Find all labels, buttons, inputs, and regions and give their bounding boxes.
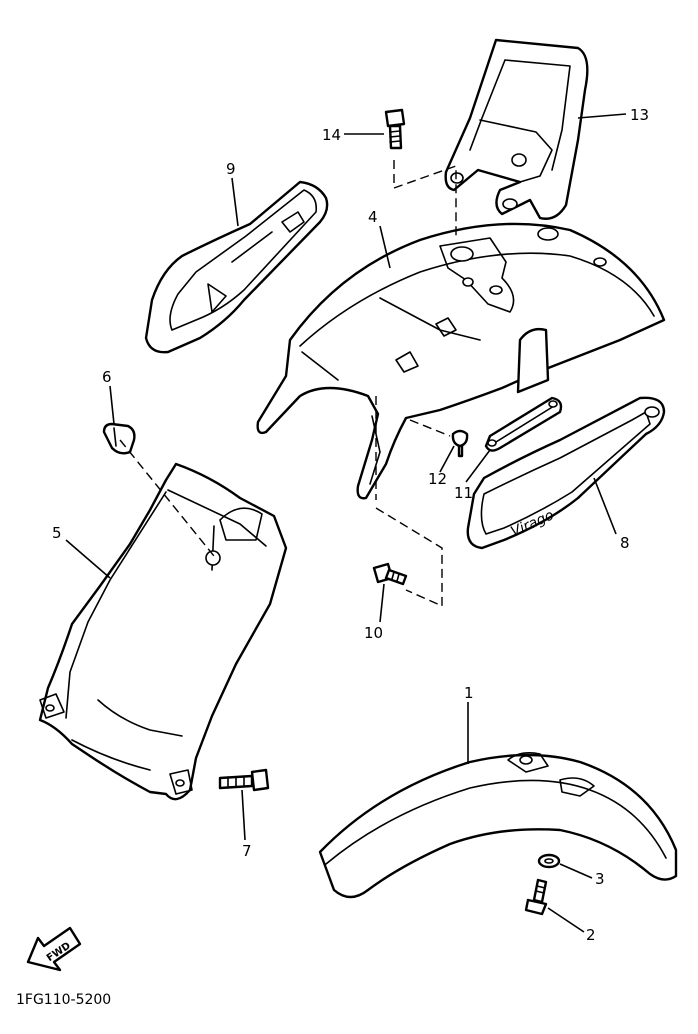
callout-7: 7 — [242, 842, 252, 860]
front-fender-part-1 — [318, 752, 678, 899]
bolt-part-10 — [372, 562, 408, 586]
screw-part-12 — [451, 429, 469, 458]
callout-3: 3 — [595, 870, 605, 888]
callout-12: 12 — [428, 470, 447, 488]
callout-13: 13 — [630, 106, 649, 124]
right-side-cover-part-8: Virago — [466, 396, 666, 550]
callout-2: 2 — [586, 926, 596, 944]
left-side-cover-part-9 — [144, 180, 329, 354]
inner-mudguard-part-5 — [38, 462, 288, 801]
callout-6: 6 — [102, 368, 112, 386]
fwd-direction-arrow: FWD — [26, 926, 82, 972]
grab-rail-part-13 — [444, 38, 589, 220]
clip-part-6 — [102, 422, 136, 455]
bolt-part-7 — [218, 768, 270, 792]
callout-14: 14 — [322, 126, 341, 144]
bracket-part-11 — [484, 396, 563, 452]
callout-labels: 1 2 3 4 5 6 7 8 9 10 11 12 13 14 — [52, 106, 649, 944]
callout-8: 8 — [620, 534, 630, 552]
diagram-code: 1FG110-5200 — [16, 992, 111, 1008]
washer-part-3 — [537, 853, 561, 869]
callout-11: 11 — [454, 484, 473, 502]
bolt-part-2 — [524, 878, 548, 916]
callout-10: 10 — [364, 624, 383, 642]
rear-fender-part-4 — [256, 222, 666, 500]
bolt-part-14 — [384, 108, 406, 150]
callout-4: 4 — [368, 208, 378, 226]
callout-1: 1 — [464, 684, 474, 702]
leader-lines — [65, 113, 627, 933]
callout-9: 9 — [226, 160, 236, 178]
assembly-lines — [119, 160, 457, 608]
callout-5: 5 — [52, 524, 62, 542]
